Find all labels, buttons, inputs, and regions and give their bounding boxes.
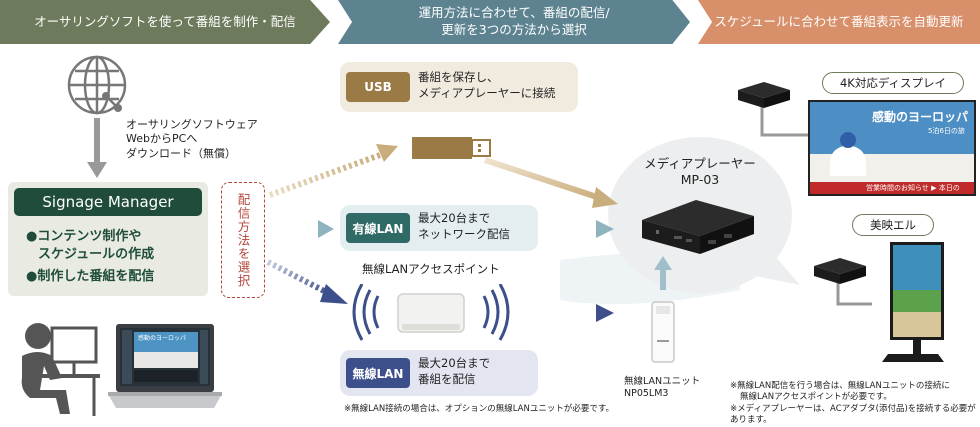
signage-manager-title: Signage Manager (14, 188, 202, 216)
usb-line2: メディアプレーヤーに接続 (418, 85, 556, 100)
signage-manager-box: Signage Manager ●コンテンツ制作や スケジュールの作成 ●制作し… (8, 182, 208, 296)
display1-sub: 5泊6日の旅 (928, 127, 965, 135)
sm-item-distribute: ●制作した番組を配信 (26, 269, 155, 284)
laptop-screen-text: 感動のヨーロッパ (138, 335, 187, 342)
sm-item-content: ●コンテンツ制作や スケジュールの作成 (26, 228, 154, 263)
arrow-to-access-point (266, 259, 332, 297)
usb-text: 番組を保存し、 メディアプレーヤーに接続 (418, 70, 555, 101)
small-player-icon-2 (814, 258, 866, 284)
wireless-line1: 最大20台まで (418, 356, 491, 370)
step2-line1: 運用方法に合わせて、番組の配信/ (418, 5, 610, 21)
wireless-line2: 番組を配信 (418, 371, 476, 386)
wired-line1: 最大20台まで (418, 211, 491, 225)
player-line1: メディアプレーヤー (644, 156, 756, 171)
step3-text: スケジュールに合わせて番組表示を自動更新 (714, 13, 964, 29)
wired-line2: ネットワーク配信 (418, 226, 510, 241)
download-line1: オーサリングソフトウェア (126, 118, 258, 131)
person-at-desk-icon (21, 323, 100, 416)
download-line3: ダウンロード（無償） (126, 146, 236, 160)
display1-screen: 感動のヨーロッパ 5泊6日の旅 営業時間のお知らせ ▶ 本日の (808, 100, 976, 196)
access-point-label: 無線LANアクセスポイント (362, 262, 500, 276)
step2-band: 運用方法に合わせて、番組の配信/ 更新を3つの方法から選択 (338, 0, 690, 44)
player-label: メディアプレーヤー MP-03 (640, 156, 760, 189)
wireless-tag: 無線LAN (346, 358, 410, 388)
step2-line2: 更新を3つの方法から選択 (441, 22, 587, 37)
biei-ru-signage-icon (882, 242, 944, 362)
usb-line1: 番組を保存し、 (418, 70, 499, 84)
player-line2: MP-03 (680, 172, 720, 188)
note-line3: ※メディアプレーヤーは、ACアダプタ(添付品)を接続する必要があります。 (730, 403, 976, 426)
globe-icon (67, 55, 127, 115)
wlan-unit-icon (651, 301, 675, 363)
wired-text: 最大20台まで ネットワーク配信 (418, 211, 510, 242)
display1-dome (840, 132, 856, 148)
arrow-to-usb (268, 152, 382, 198)
laptop-icon (108, 324, 222, 408)
download-caption: オーサリングソフトウェア WebからPCへ ダウンロード（無償） (126, 118, 258, 161)
display1-ticker: 営業時間のお知らせ ▶ 本日の (810, 182, 974, 194)
access-point-icon (352, 284, 510, 341)
step1-band: オーサリングソフトを使って番組を制作・配信 (0, 0, 330, 44)
sm-item1-line2: スケジュールの作成 (38, 246, 155, 262)
usb-stick-icon (412, 137, 491, 159)
note-line1: ※無線LAN配信を行う場合は、無線LANユニットの接続に (730, 381, 950, 391)
line-to-biei-ru (836, 282, 872, 306)
usb-tag: USB (346, 72, 410, 102)
wired-tag: 有線LAN (346, 213, 410, 243)
small-player-icon-1 (738, 82, 790, 108)
wireless-text: 最大20台まで 番組を配信 (418, 356, 490, 387)
note-line2: 無線LANアクセスポイントが必要です。 (740, 392, 892, 403)
notes: ※無線LAN配信を行う場合は、無線LANユニットの接続に 無線LANアクセスポイ… (730, 381, 980, 427)
display1-title: 感動のヨーロッパ (872, 110, 969, 124)
step3-band: スケジュールに合わせて番組表示を自動更新 (698, 0, 980, 44)
media-player-icon (642, 200, 754, 254)
sm-item1-line1: ●コンテンツ制作や (26, 229, 142, 244)
download-arrow (87, 118, 107, 178)
wireless-note: ※無線LAN接続の場合は、オプションの無線LANユニットが必要です。 (344, 404, 614, 414)
display1-label: 4K対応ディスプレイ (822, 72, 964, 94)
display1-building (830, 146, 866, 176)
line-to-4k-display (760, 100, 808, 137)
download-line2: WebからPCへ (126, 132, 198, 146)
display2-label: 美映エル (852, 214, 934, 236)
step1-text: オーサリングソフトを使って番組を制作・配信 (34, 13, 296, 29)
wlan-unit-label: 無線LANユニット NP05LM3 (624, 376, 700, 401)
step2-text: 運用方法に合わせて、番組の配信/ 更新を3つの方法から選択 (418, 5, 609, 39)
method-select-box: 配信方法を選択 (221, 182, 265, 298)
wlan-unit-line1: 無線LANユニット (624, 376, 701, 387)
wlan-unit-line2: NP05LM3 (624, 388, 669, 400)
player-bubble-tail (750, 250, 800, 285)
arrow-usb-to-player (484, 157, 601, 201)
